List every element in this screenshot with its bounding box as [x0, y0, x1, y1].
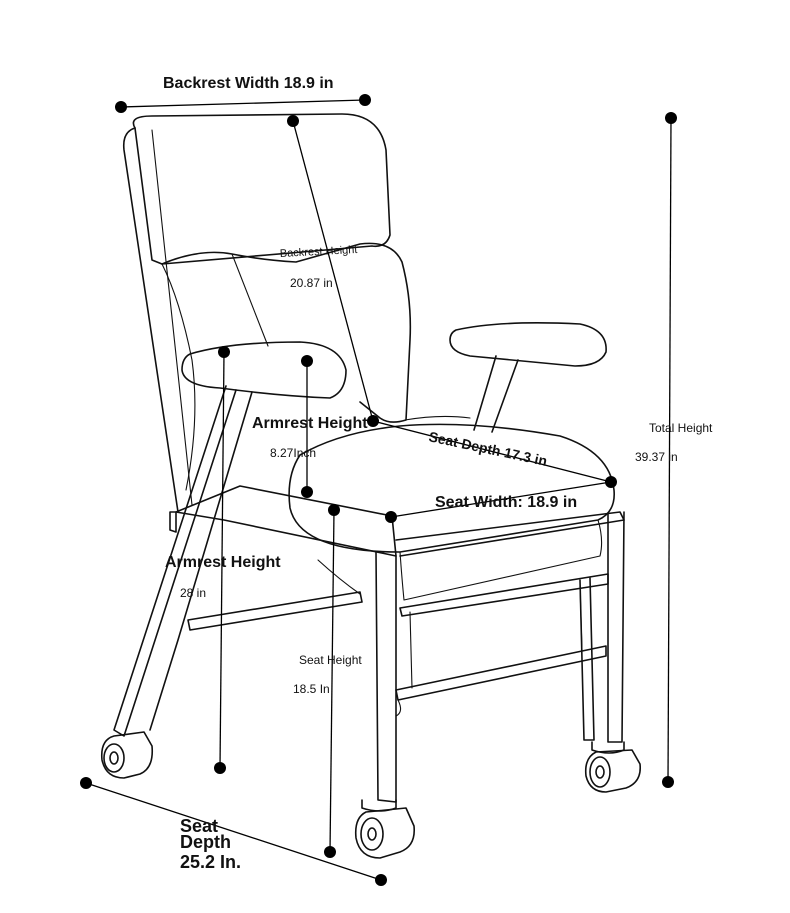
seat-cushion-rear — [404, 415, 471, 421]
caster-rear-left — [100, 731, 154, 779]
right-armrest-pad — [449, 322, 607, 367]
label-backrest-height-value: 20.87 in — [290, 276, 333, 290]
label-backrest-height: Backrest Height — [280, 244, 358, 260]
label-armrest-height-lower-value: 28 in — [180, 586, 206, 600]
left-armrest-pad — [181, 341, 347, 399]
under-panel — [409, 585, 583, 689]
dim-backrest-height — [287, 115, 379, 427]
seat-cushion-front — [399, 519, 603, 601]
dim-armrest-height-upper — [301, 355, 313, 498]
seat-frame-top — [175, 485, 397, 557]
label-armrest-height-upper-value: 8.27Inch — [270, 446, 316, 460]
front-crossbar-upper — [399, 573, 609, 617]
left-armrest-support-lower — [149, 391, 253, 731]
label-seat-depth-lower-2: Depth — [180, 832, 231, 852]
right-armrest-support — [473, 355, 519, 433]
back-cushion — [161, 242, 412, 423]
dim-seat-width — [385, 481, 612, 523]
front-crossbar-lower — [395, 645, 607, 701]
label-armrest-height-upper: Armrest Height — [252, 415, 368, 432]
dimension-lines — [80, 94, 677, 886]
rear-caster-bracket — [395, 699, 402, 717]
label-total-height: Total Height — [649, 421, 713, 435]
label-total-height-value: 39.37 in — [635, 450, 678, 464]
label-seat-depth-lower-1: Seat — [180, 816, 218, 836]
chair-drawing — [100, 113, 642, 859]
back-cushion-seam — [231, 253, 269, 347]
dim-seat-depth-lower — [80, 777, 387, 886]
front-right-leg — [607, 511, 625, 743]
seat-cushion-lower — [317, 559, 361, 595]
back-cushion-side — [161, 263, 196, 491]
seat-frame-left-bar — [169, 511, 177, 533]
label-seat-depth-lower-3: 25.2 In. — [180, 852, 241, 872]
dim-armrest-height-lower — [214, 346, 230, 774]
label-seat-width: Seat Width: 18.9 in — [435, 494, 577, 511]
side-crossbar — [187, 591, 363, 631]
caster-front-right — [584, 741, 642, 793]
dim-seat-height — [324, 504, 340, 858]
backrest-shell — [132, 113, 391, 265]
dim-backrest-width — [115, 94, 371, 113]
caster-front-left — [354, 799, 416, 859]
backrest-left-edge — [122, 127, 179, 513]
label-backrest-width: Backrest Width 18.9 in — [163, 75, 334, 92]
label-seat-depth-upper: Seat Depth 17.3 in — [427, 428, 548, 469]
dimension-labels: Backrest Width 18.9 in Backrest Height 2… — [163, 75, 713, 872]
left-armrest-support — [113, 385, 237, 737]
seat-frame-right-rail — [395, 511, 625, 557]
front-left-leg — [375, 551, 397, 803]
label-armrest-height-lower: Armrest Height — [165, 554, 281, 571]
dim-total-height — [662, 112, 677, 788]
backrest-inner-edge — [151, 129, 193, 506]
label-seat-height-value: 18.5 In — [293, 682, 330, 696]
label-seat-height: Seat Height — [299, 653, 362, 667]
